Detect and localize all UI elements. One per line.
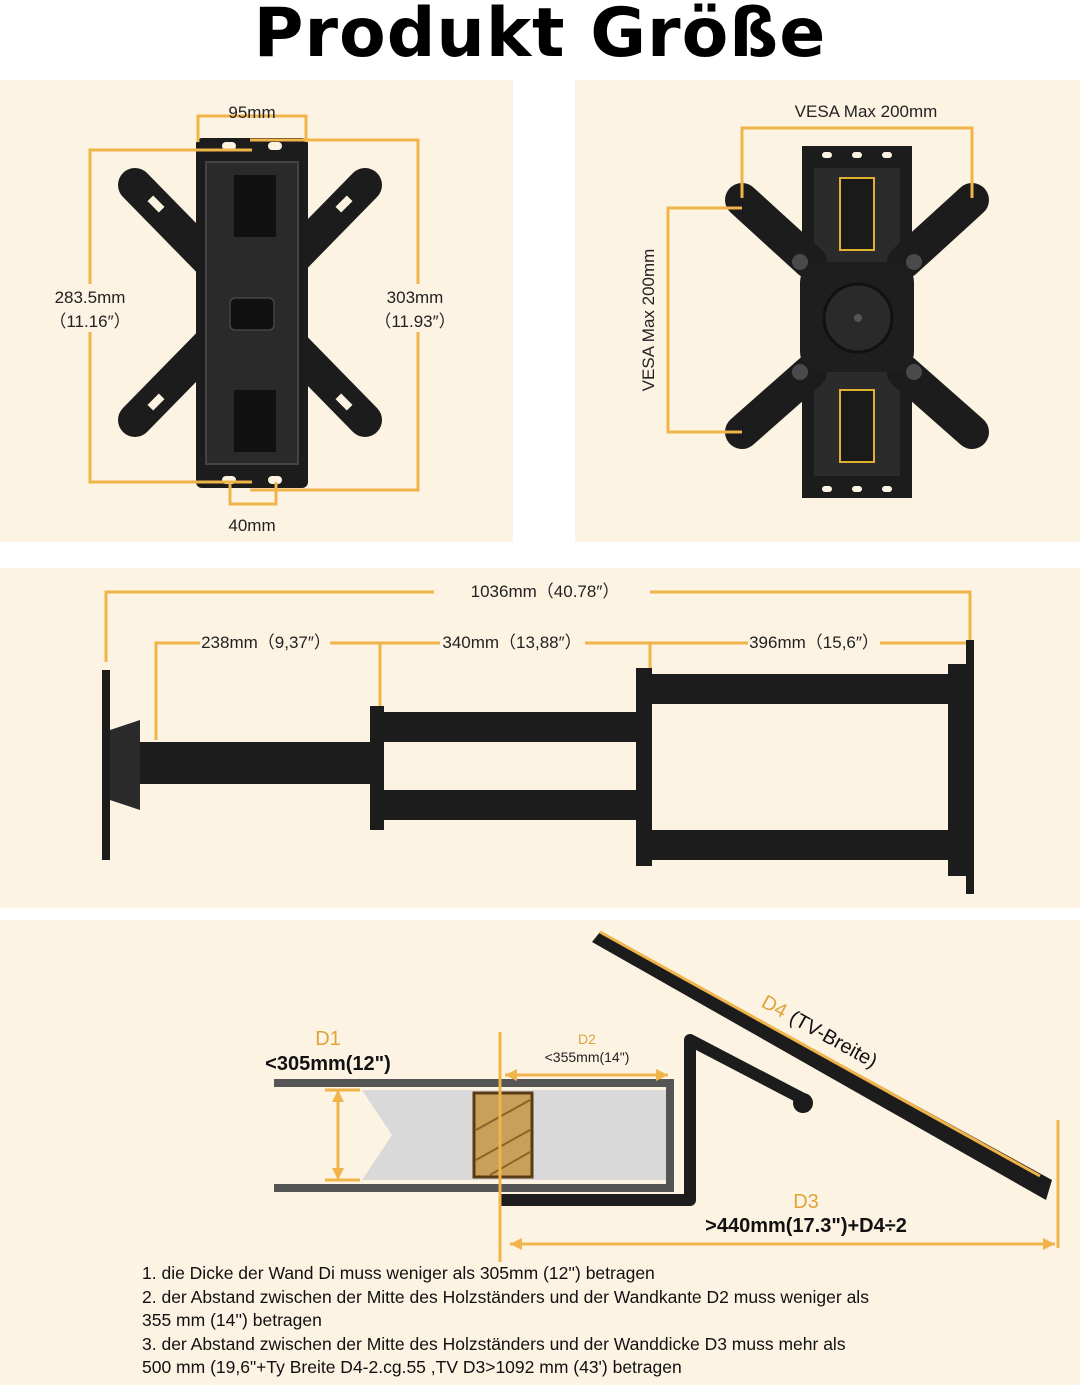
- side-segment-3: 396mm（15,6″）: [749, 633, 879, 652]
- d3-label: D3: [793, 1191, 819, 1213]
- note-line: 2. der Abstand zwischen der Mitte des Ho…: [142, 1286, 869, 1307]
- mount-front-view: VESA Max 200mm VESA Max 200mm: [639, 98, 989, 498]
- d1-label: D1: [315, 1028, 341, 1050]
- vesa-vertical-label: VESA Max 200mm: [639, 249, 658, 392]
- page-title: Produkt Größe: [253, 0, 827, 73]
- back-width-bottom-label: 40mm: [228, 516, 275, 535]
- d2-label: D2: [578, 1031, 596, 1047]
- note-line: 3. der Abstand zwischen der Mitte des Ho…: [142, 1333, 846, 1354]
- vesa-horizontal-label: VESA Max 200mm: [795, 102, 938, 121]
- d3-value: >440mm(17.3")+D4÷2: [705, 1215, 907, 1237]
- back-width-top-label: 95mm: [228, 103, 275, 122]
- d1-value: <305mm(12"): [265, 1053, 391, 1075]
- installation-notes: 1. die Dicke der Wand Di muss weniger al…: [142, 1262, 942, 1380]
- note-line: 500 mm (19,6"+Ty Breite D4-2.cg.55 ,TV D…: [142, 1357, 682, 1377]
- back-height-right-in: （11.93″）: [374, 312, 455, 331]
- d2-value: <355mm(14"): [545, 1049, 630, 1065]
- back-height-left-in: （11.16″）: [49, 312, 130, 331]
- note-line: 355 mm (14'') betragen: [142, 1310, 322, 1330]
- side-segment-2: 340mm（13,88″）: [442, 633, 581, 652]
- back-height-left-mm: 283.5mm: [55, 288, 126, 307]
- installation-diagram: D1 <305mm(12") D2 <355mm(14") D3 >440mm(…: [265, 930, 1060, 1262]
- d4-label: D4: [758, 991, 791, 1023]
- side-segment-1: 238mm（9,37″）: [201, 633, 331, 652]
- mount-back-view: 95mm 40mm 283.5mm （11.16″） 303mm （11.93″…: [49, 103, 456, 535]
- back-height-right-mm: 303mm: [387, 288, 444, 307]
- side-total-length: 1036mm（40.78″）: [471, 582, 620, 601]
- note-line: 1. die Dicke der Wand Di muss weniger al…: [142, 1263, 655, 1283]
- mount-side-view: 1036mm（40.78″） 238mm（9,37″） 340mm（13,88″…: [102, 582, 974, 894]
